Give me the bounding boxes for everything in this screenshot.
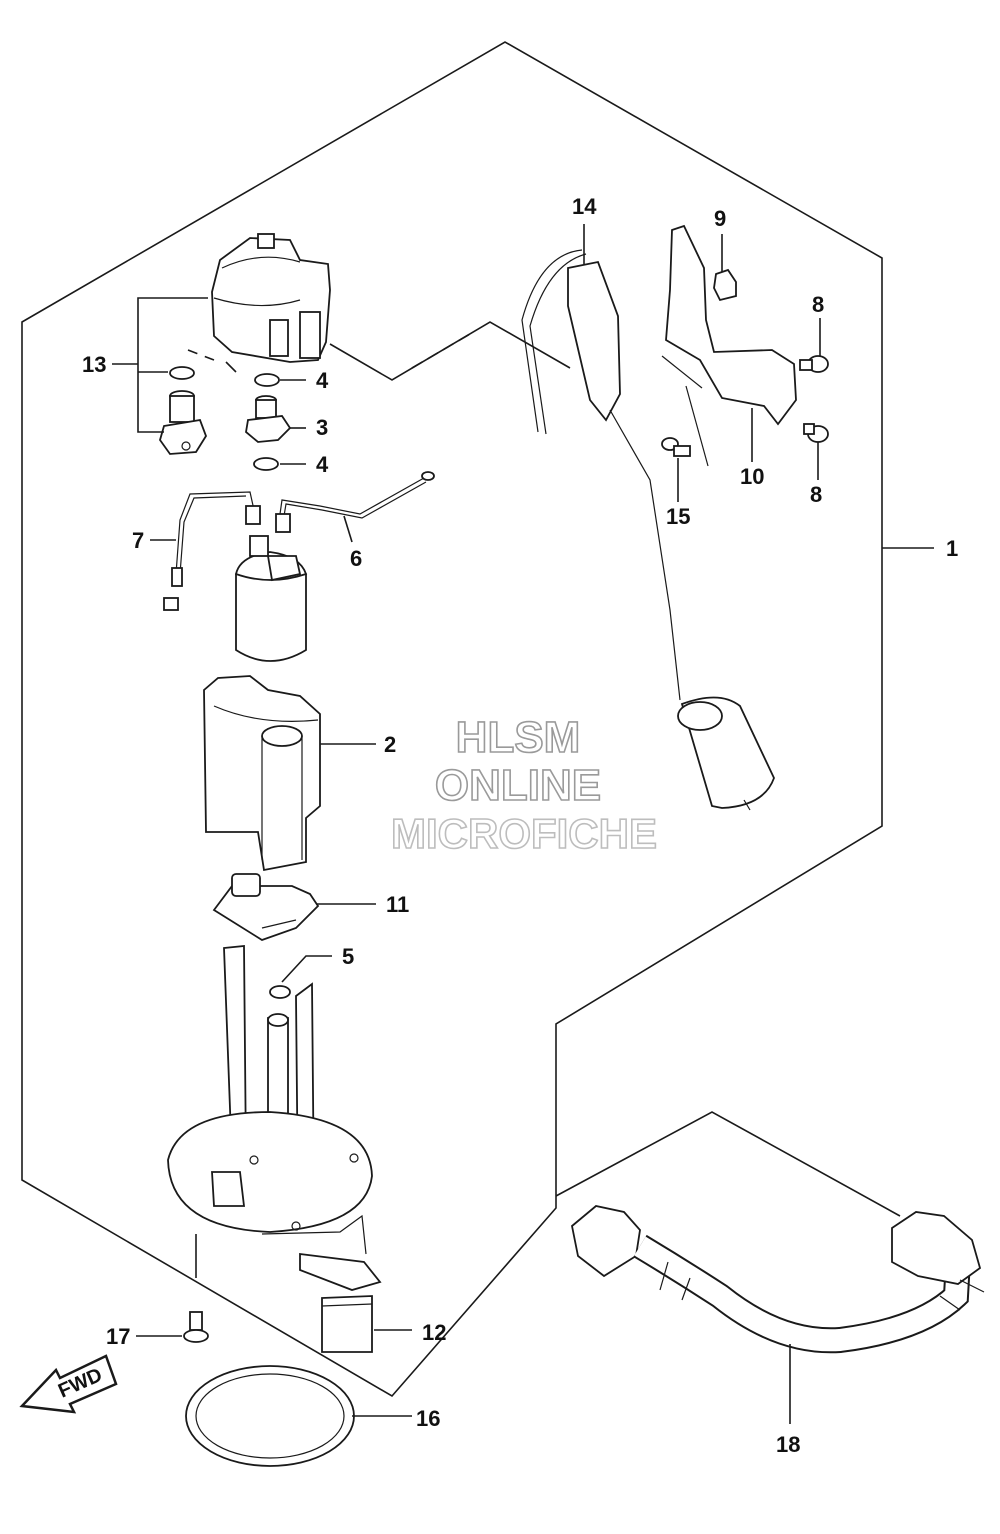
callout-9: 9 (714, 206, 726, 231)
part-18-fuel-hose[interactable] (571, 1205, 985, 1354)
callout-7: 7 (132, 528, 144, 553)
part-8-screw-upper[interactable] (799, 355, 829, 373)
callout-11: 11 (386, 892, 409, 917)
watermark-line-2: ONLINE (435, 761, 601, 810)
callout-2: 2 (384, 732, 396, 757)
hose-outline (555, 1111, 901, 1217)
callout-1: 1 (946, 536, 958, 561)
fuel-pump-motor[interactable] (234, 535, 308, 662)
part-5-oring[interactable] (269, 985, 291, 999)
part-4-oring-upper[interactable] (254, 373, 280, 387)
callout-18: 18 (776, 1432, 800, 1457)
part-4-oring-lower[interactable] (253, 457, 279, 471)
watermark-line-3: MICROFICHE (391, 810, 657, 857)
callout-4-upper: 4 (316, 368, 329, 393)
callout-17: 17 (106, 1324, 130, 1349)
part-8-screw-lower[interactable] (803, 423, 829, 443)
fwd-arrow-icon: FWD (19, 1354, 118, 1414)
part-15-screw[interactable] (661, 437, 691, 457)
callout-8-upper: 8 (812, 292, 824, 317)
callout-10: 10 (740, 464, 764, 489)
part-7-lead-wire[interactable] (163, 491, 261, 611)
part-13-cap[interactable] (211, 233, 331, 363)
part-9-clip[interactable] (713, 268, 737, 302)
callout-13: 13 (82, 352, 106, 377)
part-6-lead-wire[interactable] (275, 471, 435, 533)
callout-6: 6 (350, 546, 362, 571)
callout-12: 12 (422, 1320, 446, 1345)
callout-14: 14 (572, 194, 597, 219)
watermark-line-1: HLSM (456, 713, 581, 762)
callout-15: 15 (666, 504, 690, 529)
callout-4-lower: 4 (316, 452, 329, 477)
part-10-bracket[interactable] (661, 224, 797, 467)
part-2-pump-holder[interactable] (203, 675, 321, 872)
part-12-pad[interactable] (321, 1295, 373, 1353)
part-13-oring[interactable] (169, 366, 195, 380)
callout-8-lower: 8 (810, 482, 822, 507)
callout-5: 5 (342, 944, 354, 969)
part-16-gasket[interactable] (185, 1365, 355, 1467)
part-11-filter[interactable] (212, 873, 320, 941)
part-3-connector[interactable] (245, 395, 292, 443)
assembly-outline (21, 41, 883, 1398)
part-17-screw[interactable] (183, 1311, 209, 1343)
pump-base-flange[interactable] (167, 945, 382, 1291)
callout-3: 3 (316, 415, 328, 440)
part-13-bracket (137, 297, 208, 433)
part-13-connector[interactable] (159, 390, 207, 455)
part-14-fuel-level-sender[interactable] (521, 249, 775, 811)
callout-16: 16 (416, 1406, 440, 1431)
